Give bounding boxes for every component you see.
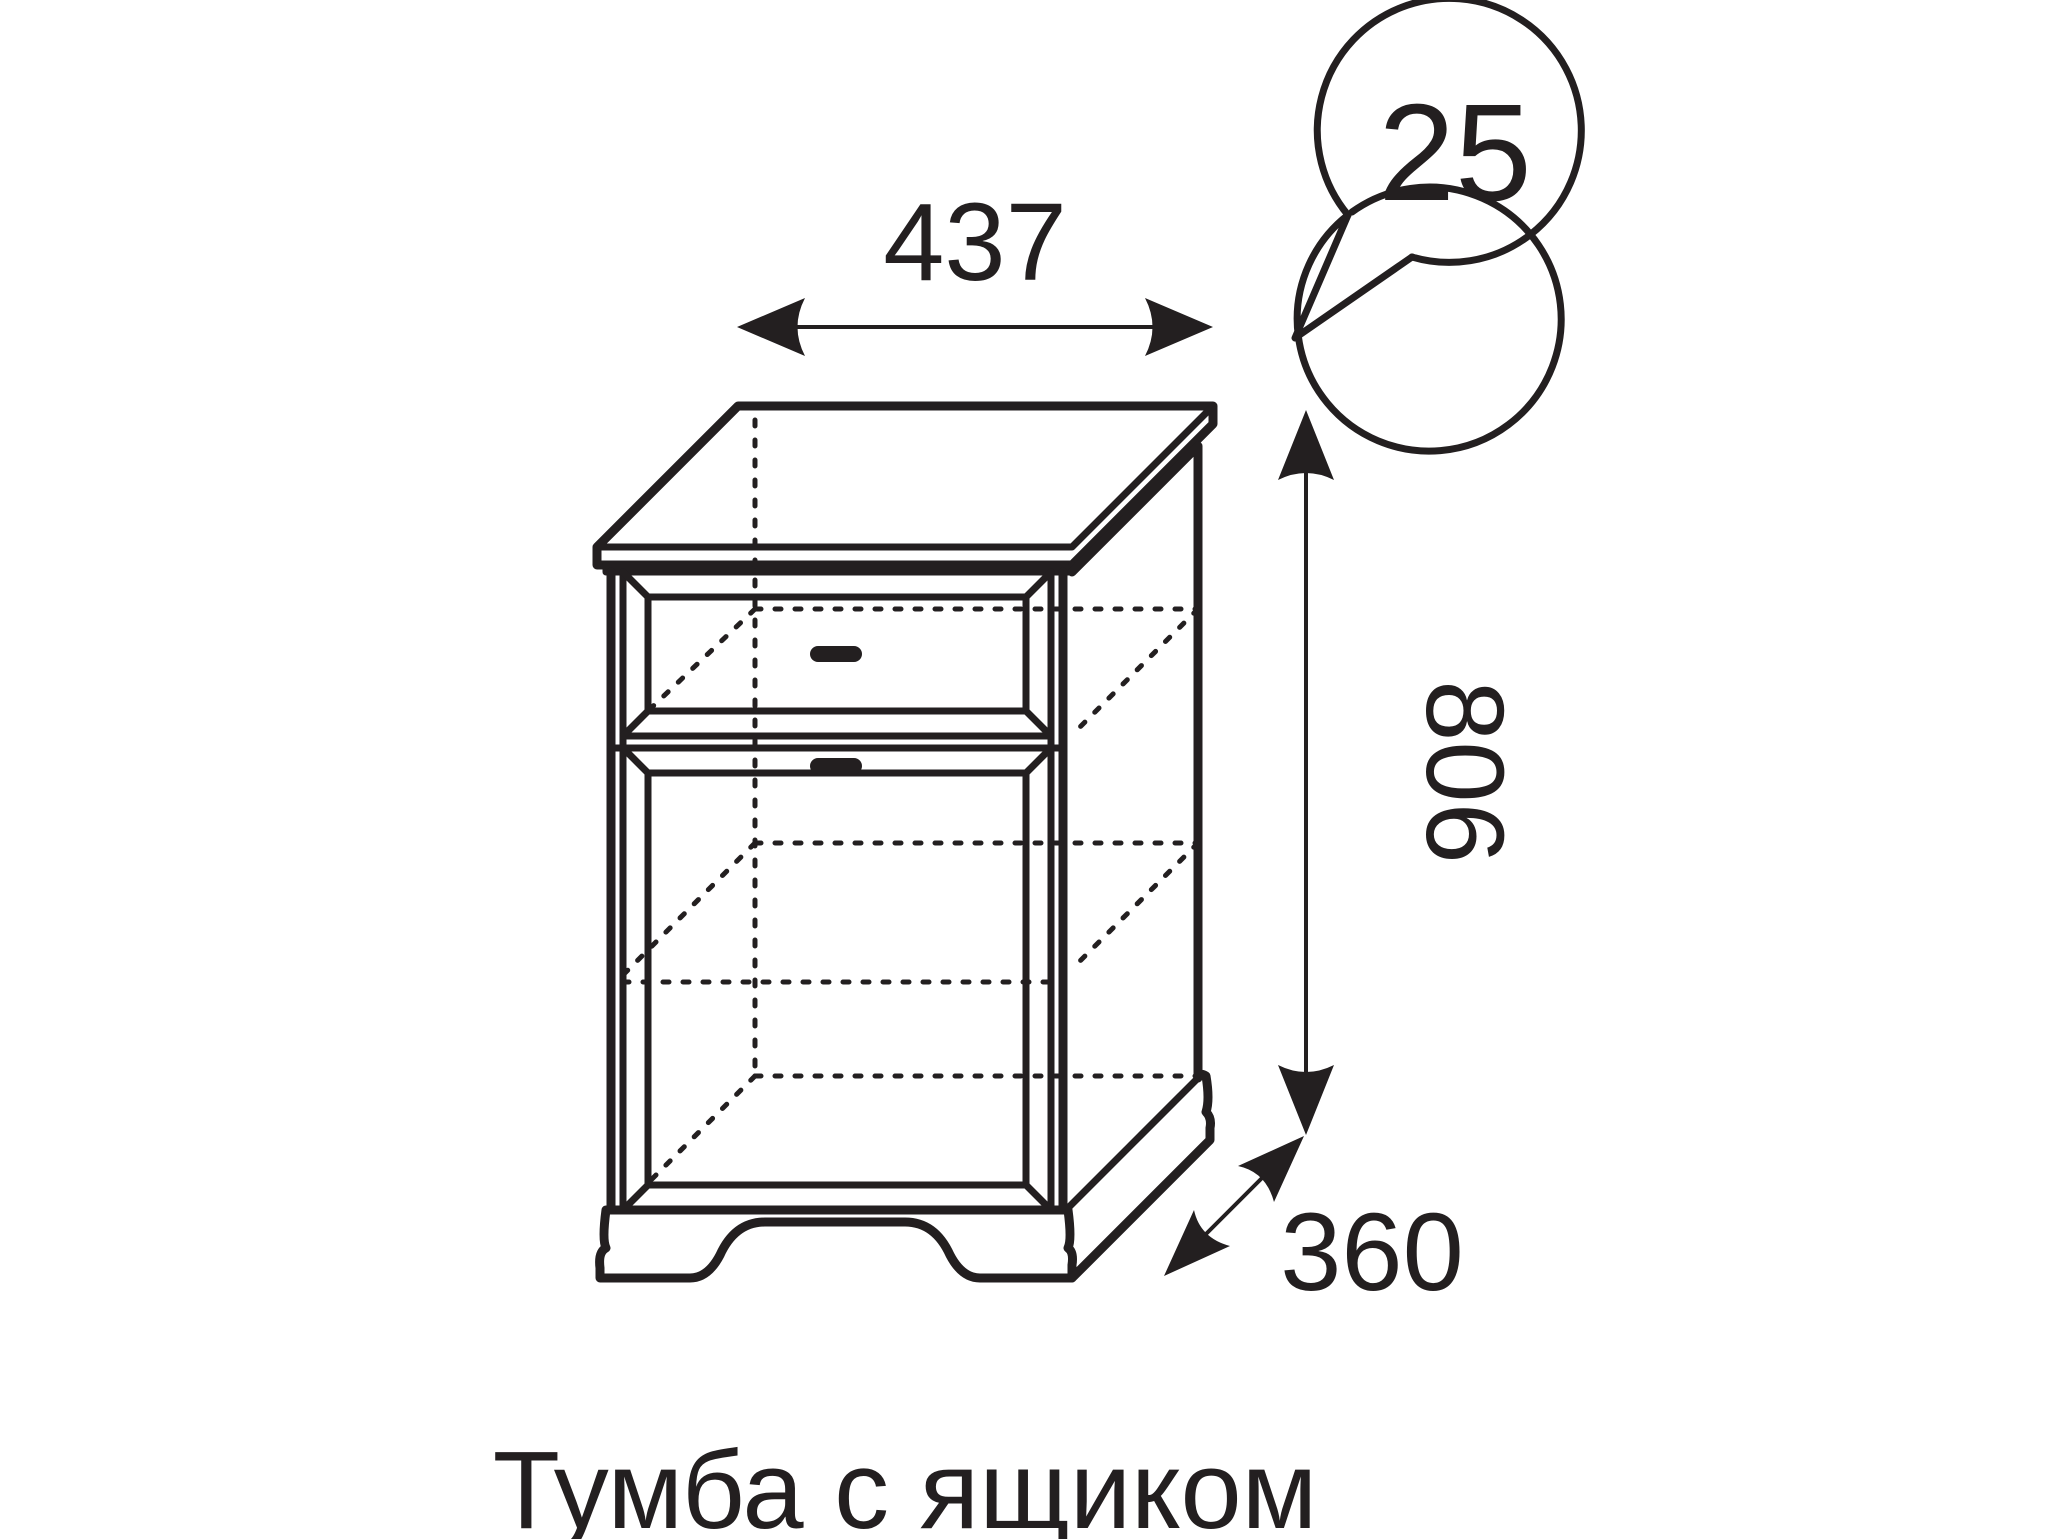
door-handle: [810, 758, 862, 774]
height-label: 806: [1403, 680, 1526, 864]
drawer-handle: [810, 646, 862, 662]
drawer-frame: [619, 568, 1055, 740]
width-arrow-left: [737, 298, 805, 356]
hidden-lines: [620, 417, 1201, 1186]
front-frame: [606, 567, 1068, 1215]
width-dimension: 437: [737, 181, 1213, 356]
hidden-diag-1: [645, 606, 758, 714]
depth-arrow-bottom: [1164, 1210, 1230, 1276]
height-arrow-bottom: [1278, 1065, 1334, 1135]
width-label: 437: [883, 181, 1067, 304]
front-frame-inner: [619, 568, 1055, 1214]
right-side-bottom-edge: [1062, 1074, 1202, 1214]
plinth: [595, 1205, 1077, 1283]
item-number-badge: 25: [1291, 0, 1585, 455]
nightstand-outline: [592, 401, 1218, 1283]
width-arrow-right: [1145, 298, 1213, 356]
product-caption: Тумба с ящиком: [493, 1429, 1318, 1539]
depth-arrow-top: [1238, 1136, 1304, 1202]
hidden-diag-4: [1069, 840, 1201, 972]
hidden-diag-3: [620, 840, 758, 978]
drawer-bevel: [619, 568, 1055, 740]
plinth-side: [1067, 1069, 1215, 1283]
top-board: [592, 401, 1218, 570]
door-bevel: [619, 744, 1055, 1214]
badge-bubble: [1313, 0, 1585, 266]
height-dimension: 806: [1278, 410, 1526, 1135]
hidden-diag-5: [645, 1073, 758, 1186]
depth-label: 360: [1280, 1191, 1464, 1314]
depth-dimension-line: [1204, 1176, 1264, 1236]
badge-callout-outline: [1291, 183, 1565, 455]
badge-number: 25: [1378, 76, 1532, 230]
height-arrow-top: [1278, 410, 1334, 480]
right-side-panel: [1067, 441, 1203, 1081]
hidden-diag-2: [1069, 606, 1201, 738]
depth-dimension: 360: [1164, 1136, 1464, 1314]
door-frame: [619, 744, 1055, 1214]
